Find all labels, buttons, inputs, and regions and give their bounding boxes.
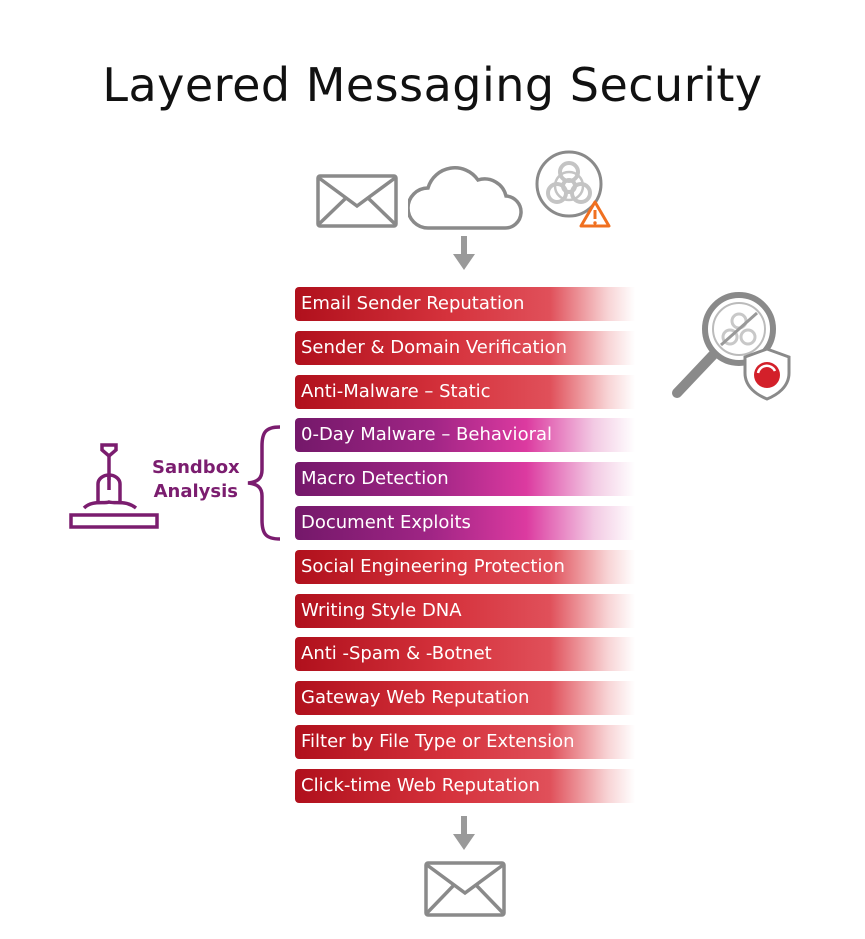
arrow-down-icon xyxy=(453,236,475,270)
layer-gateway-web-reputation: Gateway Web Reputation xyxy=(295,681,635,716)
brace-icon xyxy=(247,425,281,541)
sandbox-label-line1: Sandbox xyxy=(152,457,240,478)
envelope-icon xyxy=(424,861,506,917)
layer-click-time-web-reputation: Click-time Web Reputation xyxy=(295,768,635,803)
layer-filter-file-type: Filter by File Type or Extension xyxy=(295,724,635,759)
biohazard-warning-icon xyxy=(535,150,611,228)
layer-anti-malware-static: Anti-Malware – Static xyxy=(295,374,635,409)
layer-anti-spam-botnet: Anti -Spam & -Botnet xyxy=(295,637,635,672)
magnifier-shield-icon xyxy=(672,292,791,401)
layer-social-engineering: Social Engineering Protection xyxy=(295,549,635,584)
layer-writing-style-dna: Writing Style DNA xyxy=(295,593,635,628)
layer-0-day-malware: 0-Day Malware – Behavioral xyxy=(295,418,635,453)
shovel-sandbox-icon xyxy=(69,443,159,529)
page-title: Layered Messaging Security xyxy=(102,58,763,112)
security-layers: Email Sender Reputation Sender & Domain … xyxy=(295,287,635,813)
sandbox-label-line2: Analysis xyxy=(153,481,239,502)
arrow-down-icon xyxy=(453,816,475,850)
layer-document-exploits: Document Exploits xyxy=(295,505,635,540)
layer-macro-detection: Macro Detection xyxy=(295,462,635,497)
layer-email-sender-reputation: Email Sender Reputation xyxy=(295,287,635,321)
layer-sender-domain-verification: Sender & Domain Verification xyxy=(295,330,635,365)
cloud-icon xyxy=(408,166,523,230)
sandbox-analysis-label: Sandbox Analysis xyxy=(152,456,240,504)
envelope-icon xyxy=(316,174,398,228)
